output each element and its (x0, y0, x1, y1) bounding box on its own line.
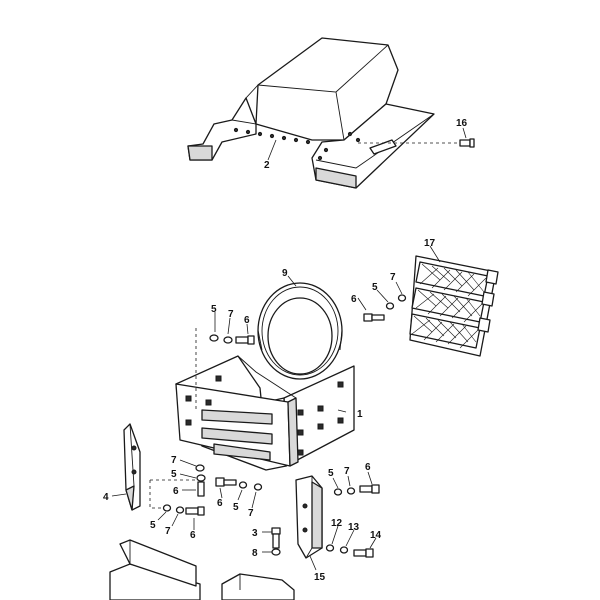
callout-6b: 6 (351, 294, 357, 305)
callout-15: 15 (314, 572, 326, 583)
leader-lines (111, 127, 467, 571)
bracket-15 (295, 475, 323, 559)
callout-7e: 7 (248, 508, 254, 519)
callout-5b: 5 (372, 282, 378, 293)
callout-8: 8 (252, 548, 258, 559)
callout-6e: 6 (217, 498, 223, 509)
callout-9: 9 (282, 268, 288, 279)
callout-5f: 5 (328, 468, 334, 479)
bolt-16 (358, 138, 475, 148)
callout-12: 12 (331, 518, 343, 529)
callout-14: 14 (370, 530, 382, 541)
callout-6d: 6 (190, 530, 196, 541)
callout-7b: 7 (390, 272, 396, 283)
callout-5c: 5 (171, 469, 177, 480)
mesh-screen-17 (409, 255, 499, 357)
callout-2: 2 (264, 160, 270, 171)
callout-6f: 6 (365, 462, 371, 473)
main-frame-1 (175, 355, 355, 471)
callout-13: 13 (348, 522, 360, 533)
cover-housing (187, 37, 435, 189)
callout-4: 4 (103, 492, 109, 503)
callout-5e: 5 (233, 502, 239, 513)
callout-7a: 7 (228, 309, 234, 320)
lower-bracket-left (109, 539, 201, 600)
callout-1: 1 (357, 409, 363, 420)
callout-7d: 7 (165, 526, 171, 537)
callout-labels: 2 16 17 9 1 4 15 5 7 6 6 5 7 7 5 6 5 7 6… (103, 118, 468, 583)
callout-6c: 6 (173, 486, 179, 497)
callout-17: 17 (424, 238, 436, 249)
callout-3: 3 (252, 528, 258, 539)
bracket-4 (123, 423, 141, 511)
lower-bracket-right (221, 573, 295, 600)
callout-7c: 7 (171, 455, 177, 466)
callout-5a: 5 (211, 304, 217, 315)
fasteners (149, 294, 407, 558)
callout-7f: 7 (344, 466, 350, 477)
ring-9 (257, 282, 343, 380)
callout-6a: 6 (244, 315, 250, 326)
callout-5d: 5 (150, 520, 156, 531)
callout-16: 16 (456, 118, 468, 129)
